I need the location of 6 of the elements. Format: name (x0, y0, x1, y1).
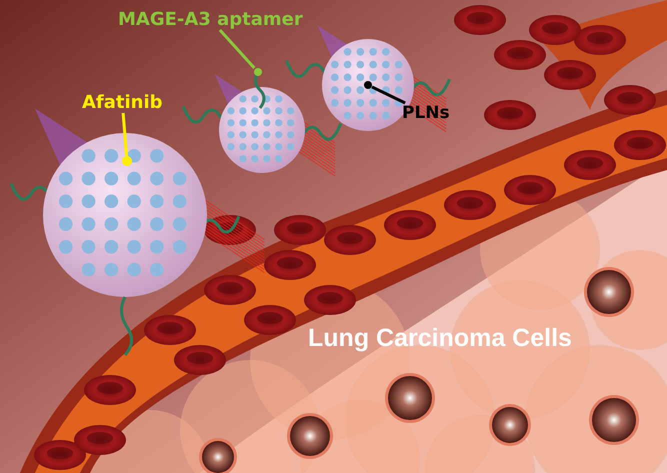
aptamer-label: MAGE-A3 aptamer (118, 9, 303, 30)
leader-line (218, 29, 256, 69)
drug-label: Afatinib (82, 92, 163, 113)
region-label: Lung Carcinoma Cells (308, 324, 572, 353)
nanoparticle-label: PLNs (402, 103, 450, 123)
leader-line (371, 86, 406, 104)
